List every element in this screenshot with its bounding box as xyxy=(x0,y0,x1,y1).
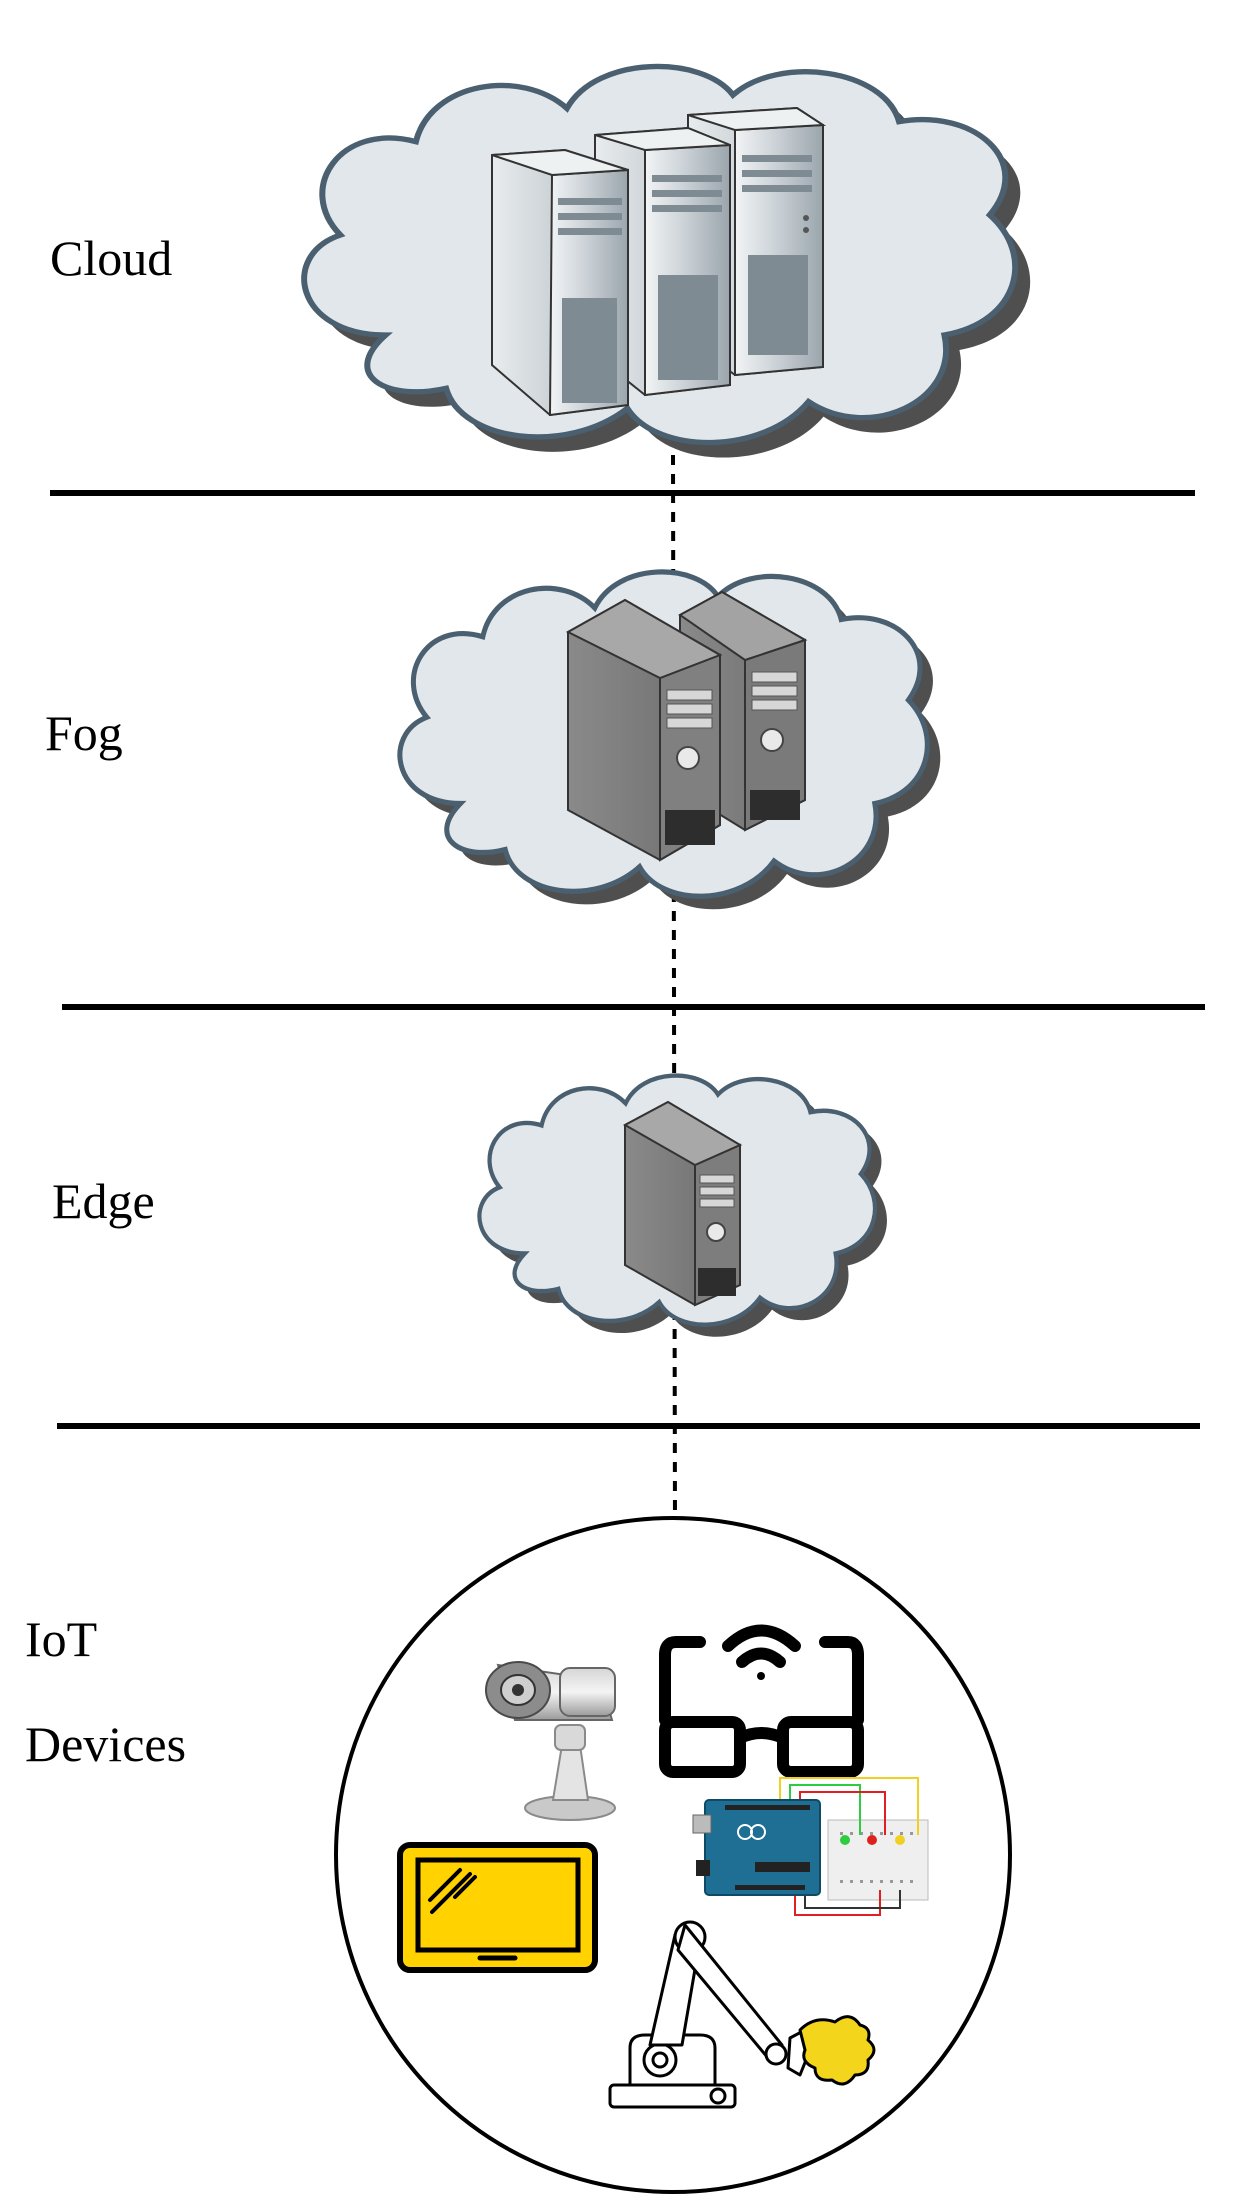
tablet-icon xyxy=(397,1842,598,1973)
arduino-breadboard-icon xyxy=(692,1777,929,1916)
smart-glasses-icon xyxy=(659,1624,864,1778)
cloud-label: Cloud xyxy=(50,230,173,286)
iot-label-line1: IoT xyxy=(25,1610,98,1667)
tower-server-icon xyxy=(491,106,827,417)
robot-arm-icon xyxy=(608,1920,876,2109)
rack-server-icon xyxy=(565,590,808,862)
rack-server-icon xyxy=(622,1100,743,1307)
edge-label: Edge xyxy=(52,1173,155,1229)
iot-devices-label: IoT Devices xyxy=(25,1560,186,1823)
fog-label: Fog xyxy=(45,705,123,761)
security-camera-icon xyxy=(485,1661,616,1821)
iot-label-line2: Devices xyxy=(25,1715,187,1772)
